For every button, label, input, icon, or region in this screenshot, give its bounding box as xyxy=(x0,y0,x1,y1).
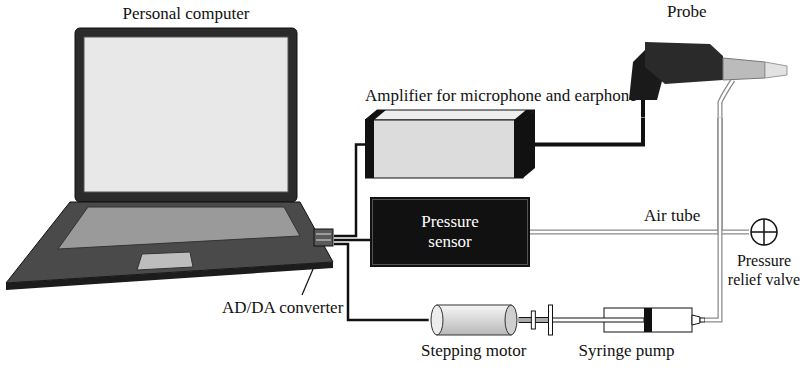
signal-wire xyxy=(334,240,370,241)
syringe-drawing xyxy=(548,303,705,337)
computer-node: Personal computer xyxy=(4,4,334,296)
node-label: Stepping motor xyxy=(421,341,526,361)
amplifier-box: Amplifier for microphone and earphone xyxy=(365,86,637,180)
node-label: Probe xyxy=(667,2,797,22)
signal-wire xyxy=(334,144,365,236)
part-label: AD/DA converter xyxy=(222,298,343,318)
probe-drawing xyxy=(615,22,797,117)
pressure-sensor-box: Pressure sensor xyxy=(370,197,530,267)
drive-shaft xyxy=(519,311,548,329)
motor-drawing xyxy=(429,303,519,337)
valve-symbol xyxy=(749,217,779,247)
node-label: Pressure relief valve xyxy=(726,251,802,289)
air-tube xyxy=(530,117,720,232)
syringe-pump: Syringe pump xyxy=(548,303,705,361)
node-label: Personal computer xyxy=(75,4,297,24)
amplifier-box-drawing xyxy=(365,108,535,180)
signal-wire xyxy=(535,117,643,144)
node-label: Amplifier for microphone and earphone xyxy=(365,86,637,106)
node-label: Pressure sensor xyxy=(412,212,488,251)
probe-node: Probe xyxy=(615,2,797,117)
stepping-motor: Stepping motor xyxy=(421,303,526,361)
laptop-illustration xyxy=(4,4,334,296)
edge-label: Air tube xyxy=(642,206,702,226)
air-tube xyxy=(720,117,749,232)
relief-valve: Pressure relief valve xyxy=(726,217,802,289)
air-tube xyxy=(705,117,720,320)
node-label: Syringe pump xyxy=(548,341,705,361)
